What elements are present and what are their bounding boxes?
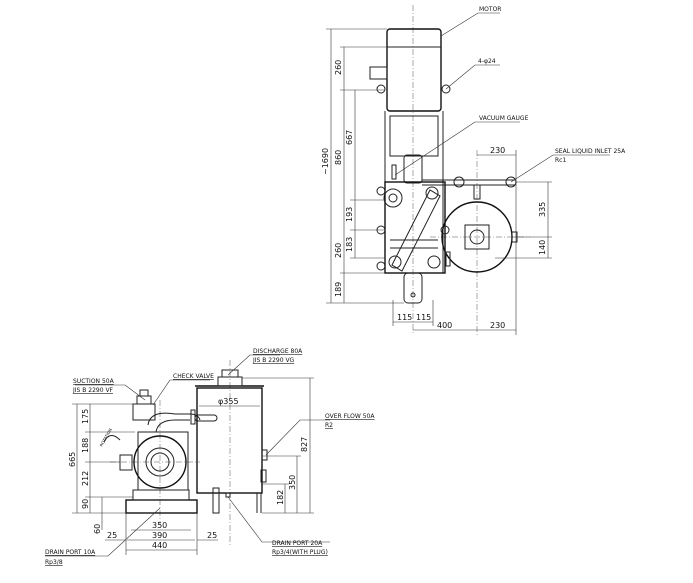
- label-suction-std: JIS B 2290 VF: [72, 387, 114, 394]
- label-drain-port-10-thread: Rp3/8: [45, 559, 63, 566]
- label-discharge: DISCHARGE 80A: [253, 348, 303, 355]
- dim-60: 60: [93, 524, 102, 534]
- dim-183: 183: [345, 237, 354, 252]
- dim-overall-height: ~1690: [321, 148, 330, 175]
- label-motor: MOTOR: [479, 6, 501, 13]
- dim-230-bottom: 230: [490, 321, 505, 330]
- dim-400: 400: [437, 321, 452, 330]
- dim-182: 182: [276, 490, 285, 505]
- label-seal-liquid-inlet: SEAL LIQUID INLET 25A: [555, 148, 626, 155]
- pump-casing: [133, 435, 187, 489]
- label-suction: SUCTION 50A: [73, 378, 115, 385]
- dim-193: 193: [345, 207, 354, 222]
- label-over-flow-thread: R2: [325, 422, 333, 429]
- dim-390: 390: [152, 531, 167, 540]
- dim-188: 188: [81, 438, 90, 453]
- label-bolt-holes: 4-φ24: [478, 58, 496, 65]
- dim-860: 860: [334, 150, 343, 165]
- dim-115-left: 115: [397, 313, 412, 322]
- dim-25-right: 25: [207, 531, 217, 540]
- dim-230-top: 230: [490, 146, 505, 155]
- top-view: MOTOR 4-φ24 VACUUM GAUGE SEAL LIQUID INL…: [321, 5, 626, 335]
- dim-140: 140: [538, 240, 547, 255]
- label-discharge-std: JIS B 2290 VG: [252, 357, 295, 364]
- label-drain-port-10: DRAIN PORT 10A: [45, 549, 96, 556]
- dim-189: 189: [334, 282, 343, 297]
- front-view: DISCHARGE 80A JIS B 2290 VG SUCTION 50A …: [45, 348, 375, 566]
- dim-90: 90: [81, 499, 90, 509]
- dim-260-lower: 260: [334, 243, 343, 258]
- dim-212: 212: [81, 471, 90, 486]
- dim-tank-dia: φ355: [218, 397, 239, 406]
- motor-shape: [386, 28, 442, 112]
- label-rotation: ROTATION: [99, 427, 113, 447]
- dim-350-vertical: 350: [288, 475, 297, 490]
- dim-350-horizontal: 350: [152, 521, 167, 530]
- label-vacuum-gauge: VACUUM GAUGE: [479, 115, 529, 122]
- label-over-flow: OVER FLOW 50A: [325, 413, 375, 420]
- label-drain-port-20: DRAIN PORT 20A: [272, 540, 323, 547]
- dim-motor-260: 260: [334, 60, 343, 75]
- label-drain-port-20-thread: Rp3/4(WITH PLUG): [272, 549, 328, 556]
- dim-827: 827: [300, 437, 309, 452]
- dim-667: 667: [345, 130, 354, 145]
- label-seal-liquid-thread: Rc1: [555, 157, 566, 164]
- dim-440: 440: [152, 541, 167, 550]
- dim-335: 335: [538, 202, 547, 217]
- dim-175: 175: [81, 409, 90, 424]
- dim-25-left: 25: [107, 531, 117, 540]
- label-check-valve: CHECK VALVE: [173, 373, 214, 380]
- dim-665: 665: [68, 452, 77, 467]
- dim-115-right: 115: [416, 313, 431, 322]
